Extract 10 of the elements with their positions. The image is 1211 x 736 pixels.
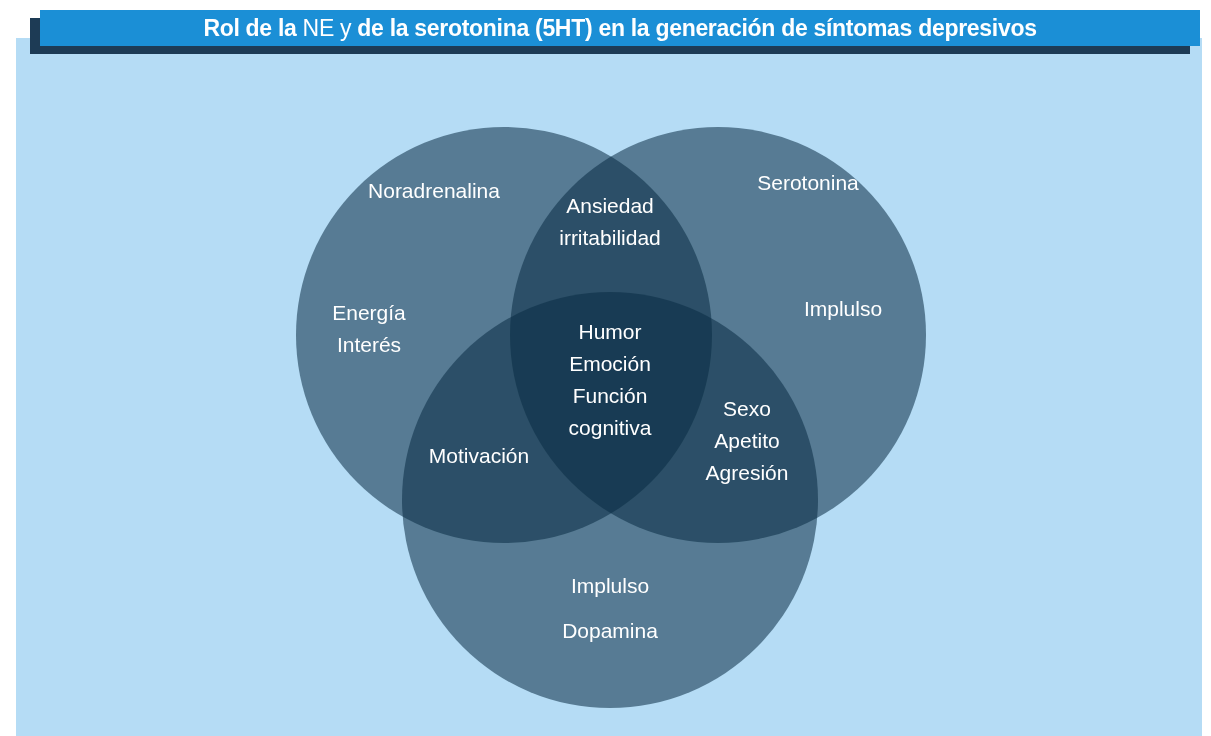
overlap-label: Ansiedad irritabilidad	[558, 193, 662, 251]
circle-text: Implulso	[569, 573, 651, 599]
overlap-label: Sexo Apetito Agresión	[704, 396, 790, 486]
circle-text: Energía Interés	[331, 300, 407, 358]
circle-title: Noradrenalina	[367, 178, 501, 204]
overlap-label: Motivación	[427, 443, 531, 469]
circle-title: Dopamina	[561, 618, 659, 644]
circle-text: Implulso	[802, 296, 884, 322]
overlap-label: Humor Emoción Función cognitiva	[567, 319, 653, 441]
circle-title: Serotonina	[756, 170, 860, 196]
